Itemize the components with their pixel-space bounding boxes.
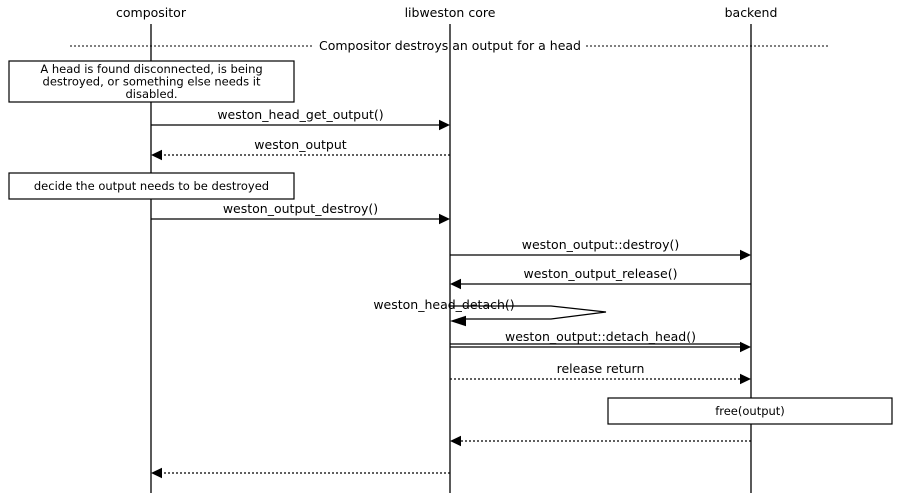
note-note-free-output: free(output) [607,397,893,425]
message-msg-weston-output-release: weston_output_release() [450,266,751,290]
message-label: weston_output::destroy() [522,237,680,252]
title-banner-label: Compositor destroys an output for a head [319,38,581,53]
arrowhead-left [450,315,466,327]
note-text-line: free(output) [715,404,785,418]
title-banner-group: Compositor destroys an output for a head [70,38,830,53]
note-note-head-disconnected: A head is found disconnected, is beingde… [8,60,295,103]
message-msg-weston-output-detach-head: weston_output::detach_head() [450,329,751,353]
message-label: weston_head_detach() [373,297,514,312]
message-msg-release-return: release return [450,361,751,385]
arrowhead-left [151,467,162,479]
participant-label-libweston: libweston core [405,5,496,20]
participant-label-backend: backend [725,5,778,20]
message-label: weston_output_destroy() [223,201,378,216]
arrowhead-left [450,278,461,290]
message-msg-backend-return [450,435,751,447]
note-text-line: destroyed, or something else needs it [43,74,261,88]
arrowhead-right [439,213,450,225]
message-msg-weston-output-return: weston_output [151,137,450,161]
notes-group: A head is found disconnected, is beingde… [8,60,893,425]
selfcall-path [450,305,607,320]
participant-label-compositor: compositor [116,5,187,20]
message-msg-weston-head-get-output: weston_head_get_output() [151,107,450,131]
note-text-line: decide the output needs to be destroyed [34,179,269,193]
message-label: weston_head_get_output() [217,107,383,122]
note-box [607,397,893,425]
arrowhead-right [740,249,751,261]
note-note-decide-destroy: decide the output needs to be destroyed [8,172,295,200]
arrowhead-right [439,119,450,131]
message-label: weston_output [254,137,346,152]
message-label: weston_output::detach_head() [505,329,696,344]
participant-headers-group: compositor libweston core backend [116,5,777,20]
message-msg-weston-output-destroy: weston_output_destroy() [151,201,450,225]
arrowhead-right [740,341,751,353]
note-box [8,60,295,103]
arrowhead-left [151,149,162,161]
message-msg-libweston-return [151,467,450,479]
note-box [8,172,295,200]
note-text-line: A head is found disconnected, is being [40,62,262,76]
message-label: weston_output_release() [524,266,678,281]
message-msg-weston-head-detach: weston_head_detach() [373,297,607,327]
arrowhead-left [450,435,461,447]
arrowhead-right [740,373,751,385]
message-msg-weston-output-colon-destroy: weston_output::destroy() [450,237,751,261]
note-text-line: disabled. [125,87,177,101]
message-label: release return [557,361,645,376]
messages-group: weston_head_get_output() weston_outputwes… [151,107,751,479]
